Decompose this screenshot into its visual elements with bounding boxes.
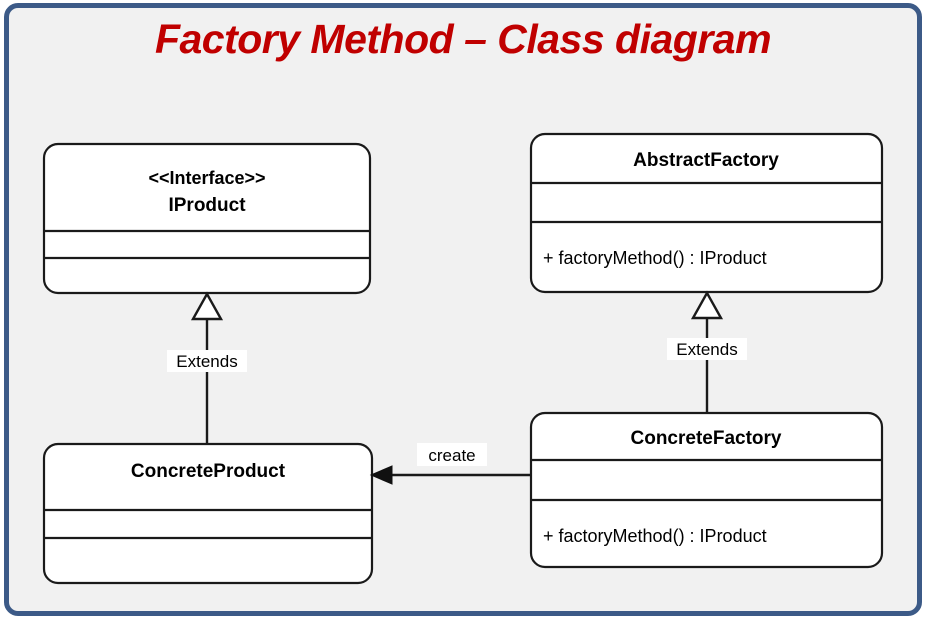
create-arrowhead-icon [369, 465, 393, 485]
factory-generalization-triangle-icon [690, 290, 724, 320]
iproduct-class-name: IProduct [168, 195, 246, 216]
class-box-abstractfactory[interactable]: AbstractFactory + factoryMethod() : IPro… [529, 132, 884, 294]
product-generalization-triangle-icon [190, 291, 224, 321]
abstractfactory-class-name: AbstractFactory [633, 150, 779, 171]
create-label-bg [417, 443, 487, 466]
factory-extends-label: Extends [676, 340, 737, 359]
page-title: Factory Method – Class diagram [154, 16, 772, 62]
class-box-concretefactory[interactable]: ConcreteFactory + factoryMethod() : IPro… [529, 411, 884, 569]
factory-extends-label-bg [667, 338, 747, 360]
concretefactory-operations: + factoryMethod() : IProduct [543, 526, 767, 546]
class-box-concreteproduct[interactable]: ConcreteProduct [42, 442, 374, 585]
create-label: create [428, 446, 475, 465]
relation-concretefactory-creates-concreteproduct[interactable]: create [369, 443, 531, 485]
relation-concretefactory-extends-abstractfactory[interactable]: Extends [667, 290, 747, 413]
concretefactory-class-name: ConcreteFactory [631, 428, 782, 449]
product-extends-label-bg [167, 350, 247, 372]
iproduct-stereotype: <<Interface>> [148, 168, 265, 188]
product-extends-label: Extends [176, 352, 237, 371]
relation-concreteproduct-extends-iproduct[interactable]: Extends [167, 291, 247, 444]
iproduct-box-outline [42, 142, 372, 295]
class-box-iproduct[interactable]: <<Interface>> IProduct [42, 142, 372, 295]
abstractfactory-operations: + factoryMethod() : IProduct [543, 248, 767, 268]
concreteproduct-class-name: ConcreteProduct [131, 461, 286, 482]
